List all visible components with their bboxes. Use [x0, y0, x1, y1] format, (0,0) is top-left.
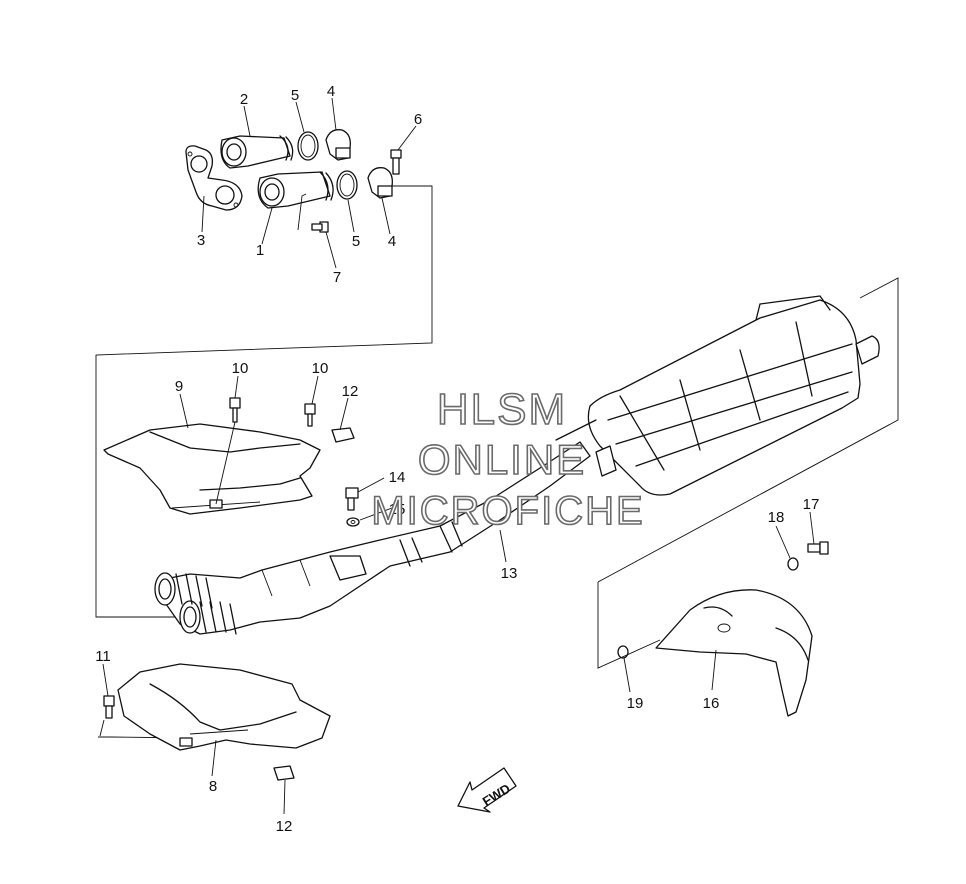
watermark: HLSM ONLINE MICROFICHE	[371, 384, 644, 534]
callout-labels: 1 2 3 4 4 5 5 6 7 8 9 10 10 11 12 12 13 …	[95, 83, 819, 835]
callout-4-lower: 4	[388, 233, 396, 250]
callout-4-upper: 4	[327, 83, 335, 100]
callout-19: 19	[627, 695, 644, 712]
bolt-14[interactable]	[345, 487, 359, 511]
exhaust-pipe-13[interactable]	[154, 441, 591, 635]
washer-18[interactable]	[787, 557, 799, 571]
washer-15[interactable]	[346, 517, 360, 527]
clip-12-lower[interactable]	[273, 765, 295, 781]
seal-ring-5-upper[interactable]	[297, 131, 319, 161]
callout-13: 13	[501, 565, 518, 582]
callout-2: 2	[240, 91, 248, 108]
callout-1: 1	[256, 242, 264, 259]
joint-pipe-1[interactable]	[257, 171, 334, 209]
callout-18: 18	[768, 509, 785, 526]
callout-7: 7	[333, 269, 341, 286]
clamp-4-lower[interactable]	[367, 167, 393, 199]
callout-12-lower: 12	[276, 818, 293, 835]
bolt-7[interactable]	[311, 221, 329, 233]
callout-14: 14	[389, 469, 406, 486]
watermark-line-1: HLSM	[437, 385, 567, 434]
callout-10-left: 10	[232, 360, 249, 377]
bolt-11[interactable]	[103, 695, 115, 719]
callout-10-right: 10	[312, 360, 329, 377]
washer-19[interactable]	[617, 645, 629, 659]
lower-protector-8[interactable]	[117, 663, 331, 751]
watermark-line-3: MICROFICHE	[371, 489, 644, 533]
bolt-17[interactable]	[807, 541, 829, 555]
callout-5-upper: 5	[291, 87, 299, 104]
clamp-4-upper[interactable]	[325, 129, 351, 161]
gasket-3[interactable]	[185, 145, 243, 211]
leader-lines	[99, 97, 815, 815]
muffler[interactable]	[555, 295, 880, 496]
callout-6: 6	[414, 111, 422, 128]
callout-12-upper: 12	[342, 383, 359, 400]
callout-3: 3	[197, 232, 205, 249]
callout-11: 11	[95, 648, 111, 665]
callout-5-lower: 5	[352, 233, 360, 250]
forward-arrow-icon: FWD	[457, 767, 517, 813]
joint-pipe-2[interactable]	[220, 135, 294, 169]
bolt-6[interactable]	[390, 149, 402, 175]
heat-protector-9[interactable]	[103, 423, 321, 515]
group-frame-lines	[95, 185, 899, 739]
callout-17: 17	[803, 496, 820, 513]
watermark-line-2: ONLINE	[418, 436, 586, 483]
callout-8: 8	[209, 778, 217, 795]
callout-9: 9	[175, 378, 183, 395]
muffler-protector-16[interactable]	[655, 589, 813, 717]
clip-12-upper[interactable]	[331, 427, 355, 443]
seal-ring-5-lower[interactable]	[336, 170, 358, 200]
callout-15: 15	[389, 501, 406, 518]
bolt-10-left[interactable]	[229, 397, 241, 423]
callout-16: 16	[703, 695, 720, 712]
bolt-10-right[interactable]	[304, 403, 316, 427]
